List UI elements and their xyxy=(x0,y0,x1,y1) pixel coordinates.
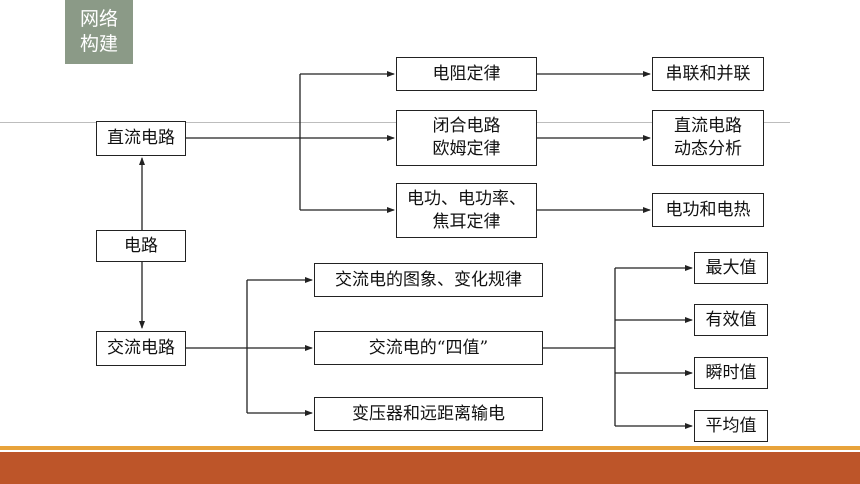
node-transformer-label: 变压器和远距离输电 xyxy=(352,403,505,424)
node-ac-graph-label: 交流电的图象、变化规律 xyxy=(335,269,522,290)
node-resistance-law-label: 电阻定律 xyxy=(432,63,501,84)
node-effective-value: 有效值 xyxy=(694,304,768,336)
node-transformer: 变压器和远距离输电 xyxy=(314,397,543,431)
node-alternating-current-label: 交流电路 xyxy=(107,338,175,358)
node-direct-current: 直流电路 xyxy=(96,121,186,156)
node-resistance-law: 电阻定律 xyxy=(396,57,537,91)
node-ohm-law-line2: 欧姆定律 xyxy=(432,139,501,159)
node-ac-four-values: 交流电的“四值” xyxy=(314,331,543,365)
section-tag-line2: 构建 xyxy=(79,33,118,55)
node-effective-value-label: 有效值 xyxy=(705,309,757,330)
node-power-line1: 电功、电功率、 xyxy=(407,188,526,209)
node-work-heat: 电功和电热 xyxy=(652,193,764,227)
node-dc-analysis-line1: 直流电路 xyxy=(674,116,742,136)
node-circuit-label: 电路 xyxy=(124,235,158,256)
node-average-value-label: 平均值 xyxy=(705,415,757,436)
node-ac-four-values-label: 交流电的“四值” xyxy=(368,337,489,358)
node-instant-value-label: 瞬时值 xyxy=(705,362,757,383)
node-power-joule: 电功、电功率、 焦耳定律 xyxy=(396,183,537,238)
node-ohm-law-line1: 闭合电路 xyxy=(432,116,501,136)
node-dc-analysis: 直流电路 动态分析 xyxy=(652,110,764,166)
footer-bar xyxy=(0,452,860,484)
node-max-value: 最大值 xyxy=(694,252,768,284)
node-direct-current-label: 直流电路 xyxy=(107,128,175,148)
node-circuit: 电路 xyxy=(96,230,186,262)
divider-line xyxy=(0,122,790,123)
footer-accent-stripe xyxy=(0,446,860,450)
node-power-line2: 焦耳定律 xyxy=(432,211,501,232)
node-max-value-label: 最大值 xyxy=(705,257,757,278)
node-ac-graph: 交流电的图象、变化规律 xyxy=(314,263,543,297)
section-tag-line1: 网络 xyxy=(79,8,118,30)
node-instant-value: 瞬时值 xyxy=(694,357,768,389)
node-alternating-current: 交流电路 xyxy=(96,331,186,366)
node-dc-analysis-line2: 动态分析 xyxy=(674,139,742,159)
node-series-parallel: 串联和并联 xyxy=(652,57,764,91)
node-average-value: 平均值 xyxy=(694,410,768,442)
section-tag: 网络 构建 xyxy=(65,0,133,64)
node-ohm-law: 闭合电路 欧姆定律 xyxy=(396,110,537,166)
node-work-heat-label: 电功和电热 xyxy=(665,199,751,220)
node-series-parallel-label: 串联和并联 xyxy=(665,63,751,84)
